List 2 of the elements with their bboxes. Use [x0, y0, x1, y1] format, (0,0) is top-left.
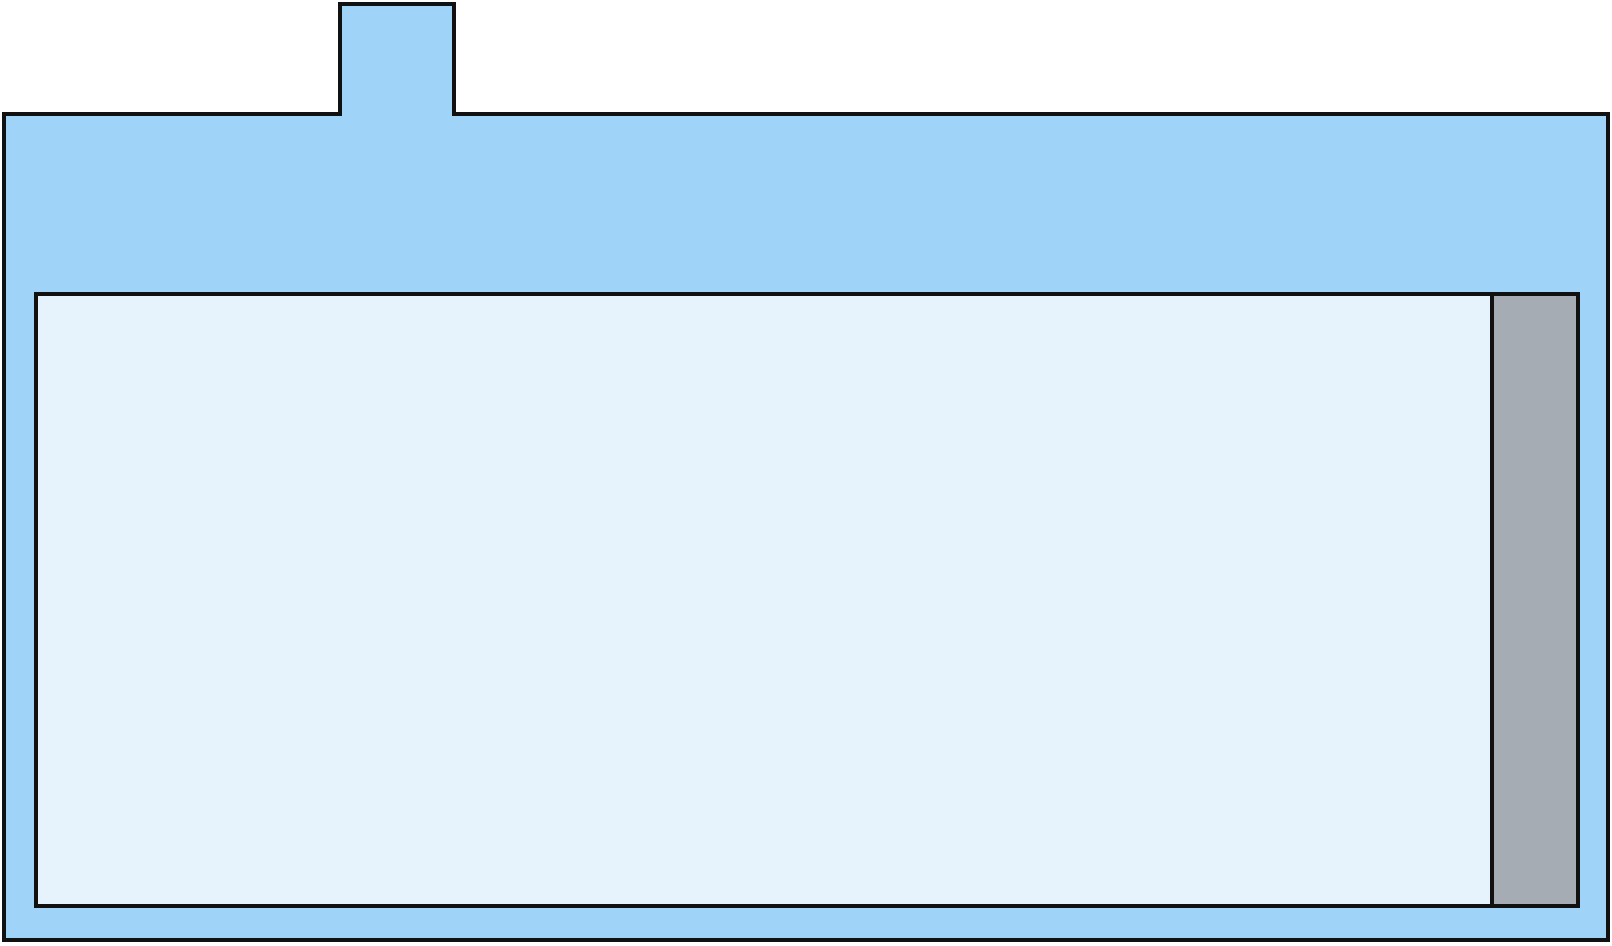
- inner-panel: [34, 292, 1580, 908]
- side-bar: [1490, 292, 1580, 908]
